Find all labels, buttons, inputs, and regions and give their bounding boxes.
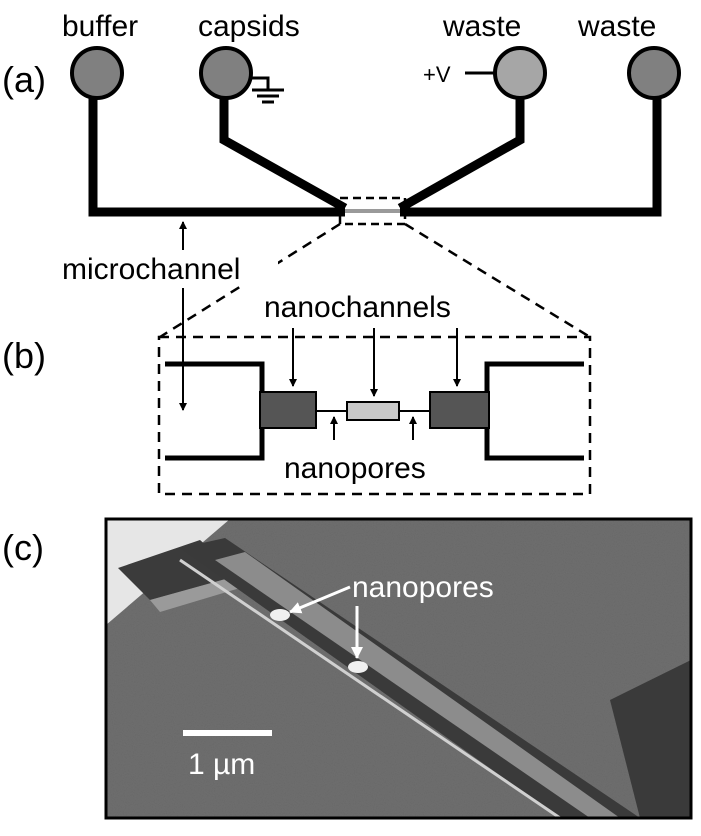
left-microchannel	[165, 361, 265, 461]
waste-right-reservoir	[627, 46, 681, 100]
panel-a-label: (a)	[2, 59, 46, 100]
buffer-channel	[88, 95, 345, 217]
sem-trench-floor	[215, 552, 620, 818]
waste-right-label: waste	[577, 10, 656, 43]
microchannel-label-bg	[60, 248, 278, 286]
capsids-channel	[219, 95, 348, 212]
zoom-box	[338, 196, 407, 226]
capsids-label: capsids	[198, 10, 300, 43]
sem-frame	[104, 517, 693, 820]
nanochannel-middle	[346, 401, 400, 421]
sem-trench-edge	[179, 558, 561, 818]
right-microchannel	[484, 361, 584, 461]
capsids-reservoir	[199, 46, 253, 100]
zoom-line-right	[404, 222, 591, 339]
waste-left-channel	[397, 95, 525, 212]
voltage-label: +V	[423, 62, 451, 87]
nanopores-label-c: nanopores	[352, 571, 494, 604]
buffer-reservoir	[70, 46, 124, 100]
panel-a: (a) buffer capsids waste waste +V	[2, 10, 681, 411]
microchannel-label: microchannel	[62, 253, 240, 286]
waste-left-reservoir	[493, 46, 547, 100]
sem-pore-2	[348, 661, 368, 673]
panel-b: (b) nanochannels nanopores	[2, 291, 592, 496]
waste-right-channel	[400, 95, 662, 217]
zoom-inset-frame	[157, 335, 592, 496]
ground-icon	[251, 76, 284, 104]
panel-c-label: (c)	[2, 527, 44, 568]
panel-b-label: (b)	[2, 335, 46, 376]
nanochannel-right	[429, 391, 490, 429]
sem-pore-1	[270, 609, 290, 621]
sem-dark-corner	[610, 660, 691, 818]
nanopore-arrow-1	[289, 585, 351, 614]
microchannel-network	[88, 95, 662, 217]
scale-bar-label: 1 µm	[188, 748, 255, 781]
buffer-label: buffer	[62, 10, 138, 43]
waste-left-label: waste	[442, 10, 521, 43]
panel-c: (c) nanopores 1 µm	[2, 517, 693, 820]
sem-ledge-edge	[150, 575, 250, 612]
nanochannels-label: nanochannels	[264, 291, 451, 324]
nanochannel-left	[259, 391, 317, 429]
nanopores-label-b: nanopores	[284, 452, 426, 485]
